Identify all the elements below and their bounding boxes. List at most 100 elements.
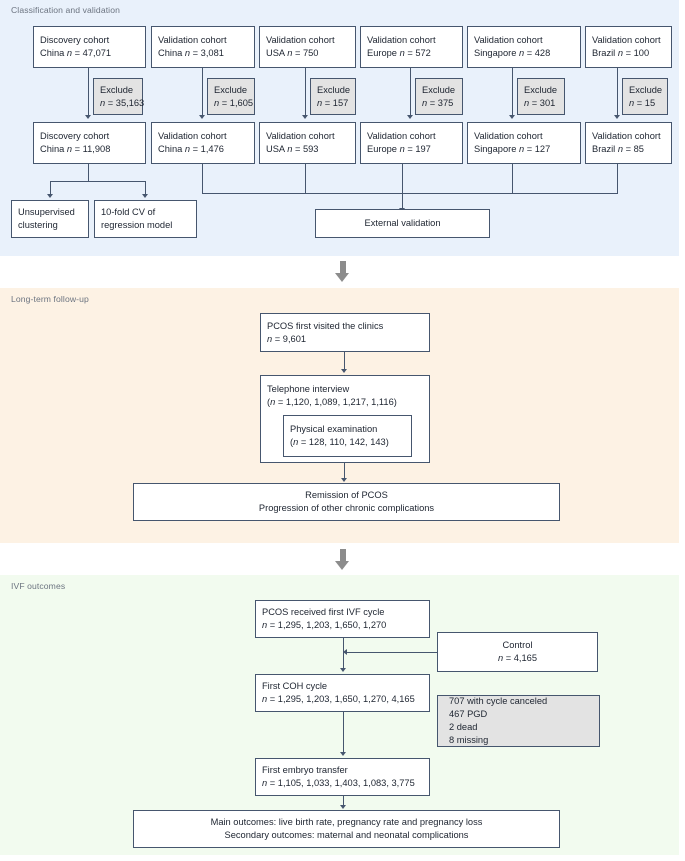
cohort-line1: Validation cohort — [367, 35, 436, 46]
arrowhead-unsupervised — [47, 194, 53, 198]
cohort-box-validation-brazil-top: Validation cohort Brazil n = 100 — [585, 26, 672, 68]
cohort-line1: Validation cohort — [592, 35, 661, 46]
connector-followup-2 — [344, 463, 346, 480]
cohort-box-validation-china-top: Validation cohort China n = 3,081 — [151, 26, 255, 68]
telephone-line1: Telephone interview — [267, 384, 350, 394]
analysis-line1: Unsupervised — [18, 207, 75, 218]
exclude-value: n = 157 — [317, 97, 349, 108]
connector-ivf-2 — [343, 712, 345, 754]
arrowhead-3 — [302, 115, 308, 119]
cohort-line1: Validation cohort — [592, 131, 661, 142]
followup-box-physical-examination: Physical examination (n = 128, 110, 142,… — [283, 415, 412, 457]
external-validation-box: External validation — [315, 209, 490, 238]
cohort-line2: Singapore n = 127 — [474, 144, 551, 154]
ivf-box-first-embryo-transfer: First embryo transfer n = 1,105, 1,033, … — [255, 758, 430, 796]
cohort-box-validation-europe-top: Validation cohort Europe n = 572 — [360, 26, 463, 68]
connector-val-merge-bus — [202, 193, 618, 195]
analysis-box-10fold-cv: 10-fold CV of regression model — [94, 200, 197, 238]
cohort-line2: Europe n = 572 — [367, 48, 431, 58]
exclusion-item: 467 PGD — [449, 709, 488, 720]
ivf-box-exclusions: 707 with cycle canceled 467 PGD 2 dead 8… — [437, 695, 600, 747]
arrowhead-followup-2 — [341, 478, 347, 482]
exclude-box-6: Exclude n = 15 — [622, 78, 668, 115]
external-validation-label: External validation — [364, 218, 441, 229]
connector-ivf-3 — [343, 796, 345, 807]
arrowhead-2 — [199, 115, 205, 119]
exclude-box-2: Exclude n = 1,605 — [207, 78, 255, 115]
ivf-box-control: Control n = 4,165 — [437, 632, 598, 672]
ivf-outcome-line2: Secondary outcomes: maternal and neonata… — [224, 830, 469, 840]
exclude-value: n = 15 — [629, 97, 656, 108]
outcome-line1: Remission of PCOS — [305, 490, 388, 501]
exclude-value: n = 375 — [422, 97, 454, 108]
analysis-line2: clustering — [18, 220, 58, 230]
cohort-box-validation-usa-bottom: Validation cohort USA n = 593 — [259, 122, 356, 164]
exclusion-item: 707 with cycle canceled — [449, 696, 548, 707]
connector-vert-4 — [410, 68, 412, 117]
connector-discovery-split — [50, 181, 146, 183]
first-cycle-line1: PCOS received first IVF cycle — [262, 607, 385, 618]
cohort-line1: Validation cohort — [266, 35, 335, 46]
ivf-box-first-coh-cycle: First COH cycle n = 1,295, 1,203, 1,650,… — [255, 674, 430, 712]
cohort-line2: USA n = 750 — [266, 48, 319, 58]
cohort-line1: Discovery cohort — [40, 131, 110, 142]
exclude-box-3: Exclude n = 157 — [310, 78, 356, 115]
cohort-line2: Singapore n = 428 — [474, 48, 551, 58]
cohort-line2: China n = 11,908 — [40, 144, 111, 154]
arrowhead-followup-1 — [341, 369, 347, 373]
cohort-line2: USA n = 593 — [266, 144, 319, 154]
cohort-box-validation-usa-top: Validation cohort USA n = 750 — [259, 26, 356, 68]
arrow-shaft — [339, 261, 346, 274]
arrowhead-ivf-2 — [340, 752, 346, 756]
exclude-value: n = 1,605 — [214, 97, 254, 108]
arrowhead-6 — [614, 115, 620, 119]
connector-vert-3 — [305, 68, 307, 117]
exclude-box-5: Exclude n = 301 — [517, 78, 565, 115]
connector-unsupervised-down — [50, 181, 52, 196]
cohort-line1: Validation cohort — [474, 131, 543, 142]
arrowhead-cv — [142, 194, 148, 198]
cohort-box-validation-europe-bottom: Validation cohort Europe n = 197 — [360, 122, 463, 164]
arrowhead-control — [343, 649, 347, 655]
section-title-followup: Long-term follow-up — [11, 294, 89, 304]
connector-vert-5 — [512, 68, 514, 117]
coh-line1: First COH cycle — [262, 681, 328, 692]
exclusion-item: 8 missing — [449, 734, 489, 745]
cohort-line2: Brazil n = 100 — [592, 48, 650, 58]
cohort-line1: Validation cohort — [266, 131, 335, 142]
arrow-head — [335, 273, 349, 282]
cohort-box-discovery-china-bottom: Discovery cohort China n = 11,908 — [33, 122, 146, 164]
connector-val-usa-down — [305, 164, 307, 194]
ivf-outcome-line1: Main outcomes: live birth rate, pregnanc… — [210, 817, 483, 828]
cohort-box-validation-china-bottom: Validation cohort China n = 1,476 — [151, 122, 255, 164]
connector-followup-1 — [344, 352, 346, 371]
exclude-label: Exclude — [100, 84, 134, 95]
control-line1: Control — [502, 640, 533, 651]
analysis-line2: regression model — [101, 220, 173, 230]
embryo-line2: n = 1,105, 1,033, 1,403, 1,083, 3,775 — [262, 778, 415, 788]
physical-line2: (n = 128, 110, 142, 143) — [290, 437, 389, 447]
cohort-box-discovery-china-top: Discovery cohort China n = 47,071 — [33, 26, 146, 68]
connector-vert-1 — [88, 68, 90, 117]
exclude-label: Exclude — [422, 84, 456, 95]
cohort-box-validation-singapore-bottom: Validation cohort Singapore n = 127 — [467, 122, 581, 164]
cohort-line1: Validation cohort — [158, 131, 227, 142]
connector-val-brazil-down — [617, 164, 619, 194]
connector-cv-down — [145, 181, 147, 196]
exclude-box-4: Exclude n = 375 — [415, 78, 463, 115]
cohort-box-validation-brazil-bottom: Validation cohort Brazil n = 85 — [585, 122, 672, 164]
connector-val-china-down — [202, 164, 204, 194]
arrowhead-5 — [509, 115, 515, 119]
outcome-line2: Progression of other chronic complicatio… — [258, 503, 435, 513]
connector-ivf-1 — [343, 638, 345, 670]
first-cycle-line2: n = 1,295, 1,203, 1,650, 1,270 — [262, 620, 387, 630]
analysis-box-unsupervised-clustering: Unsupervised clustering — [11, 200, 89, 238]
connector-control-to-main — [347, 652, 437, 654]
control-line2: n = 4,165 — [497, 653, 538, 663]
ivf-box-outcomes: Main outcomes: live birth rate, pregnanc… — [133, 810, 560, 848]
connector-discovery-down — [88, 164, 90, 182]
exclude-value: n = 301 — [524, 97, 556, 108]
section-transition-arrow-1 — [335, 261, 350, 282]
embryo-line1: First embryo transfer — [262, 765, 348, 776]
